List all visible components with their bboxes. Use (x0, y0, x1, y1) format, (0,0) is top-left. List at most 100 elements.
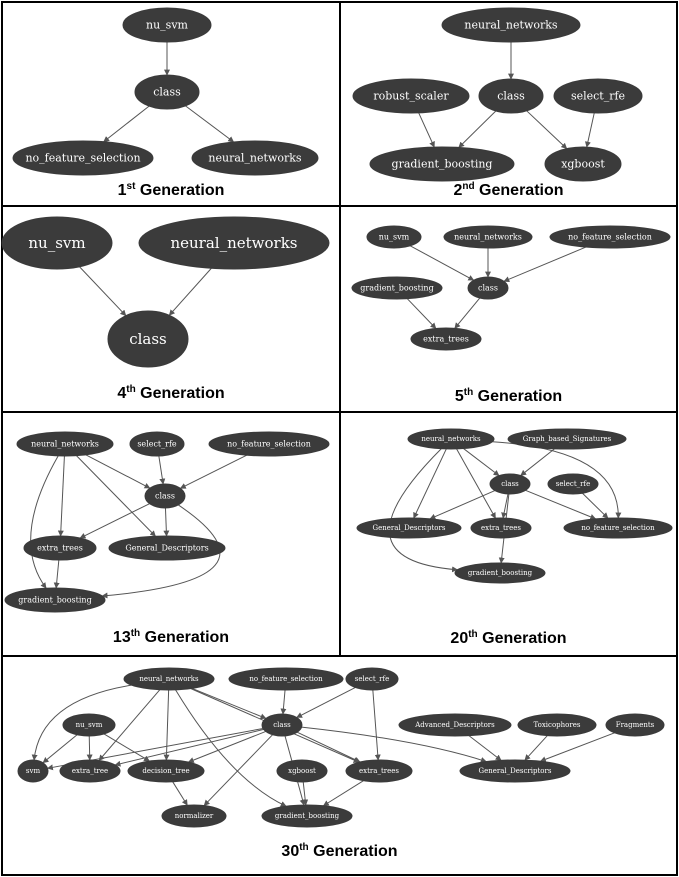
edge-gradient_boosting-to-extra_trees (406, 298, 437, 329)
edge-class-to-General_Descriptors (163, 507, 170, 537)
edge-nu_svm-to-extra_tree (86, 735, 93, 761)
node-shape (134, 74, 200, 110)
node-neural-networks: neural_networks (191, 140, 319, 176)
edge-nu_svm-to-decision_tree (103, 733, 150, 762)
node-label: normalizer (175, 812, 214, 820)
node-gradient-boosting: gradient_boosting (369, 146, 515, 182)
edge-select_rfe-to-no_feature_selection (582, 492, 609, 519)
node-shape (441, 7, 581, 43)
edge-neural_networks-to-General_Descriptors (413, 448, 447, 519)
node-shape (261, 804, 353, 828)
edge-no_feature_selection-to-class (280, 689, 287, 715)
edge-nu_svm-to-class (79, 266, 127, 317)
edge-Advanced_Descriptors-to-General_Descriptors (468, 735, 502, 761)
node-label: select_rfe (137, 440, 177, 449)
edge-neural_networks-to-class (85, 454, 151, 489)
node-label: no_feature_selection (249, 675, 323, 683)
node-robust-scaler: robust_scaler (352, 78, 470, 114)
node-General-Descriptors: General_Descriptors (459, 759, 571, 783)
edge-extra_trees-to-gradient_boosting (53, 559, 60, 589)
edge-neural_networks-to-gradient_boosting (30, 455, 59, 589)
node-label: gradient_boosting (360, 284, 433, 293)
generation-word: Generation (136, 385, 225, 402)
node-gradient-boosting: gradient_boosting (454, 562, 546, 584)
node-select-rfe: select_rfe (547, 473, 599, 495)
generation-title: 13th Generation (113, 628, 229, 646)
edge-class-to-extra_trees (79, 503, 150, 539)
generation-ordinal-suffix: th (131, 628, 140, 639)
edge-class-to-General_Descriptors (429, 490, 496, 520)
node-label: class (153, 86, 181, 99)
generation-number: 5 (455, 388, 464, 405)
generation-number: 1 (118, 182, 127, 199)
node-nu-svm: nu_svm (1, 216, 113, 270)
generation-title: 20th Generation (450, 629, 566, 647)
node-label: nu_svm (146, 19, 189, 32)
node-shape (407, 428, 495, 450)
node-Fragments: Fragments (605, 713, 665, 737)
node-label: extra_trees (423, 335, 469, 344)
node-extra-tree: extra_tree (59, 759, 121, 783)
edge-xgboost-to-gradient_boosting (302, 781, 309, 806)
edge-neural_networks-to-class (463, 448, 500, 477)
node-xgboost: xgboost (276, 759, 328, 783)
node-label: nu_svm (76, 721, 103, 729)
node-nu-svm: nu_svm (62, 713, 116, 737)
edge-select_rfe-to-xgboost (584, 112, 595, 148)
node-label: General_Descriptors (479, 767, 552, 775)
node-neural-networks: neural_networks (407, 428, 495, 450)
node-svm: svm (17, 759, 49, 783)
generation-title: 4th Generation (117, 384, 224, 402)
node-label: class (155, 492, 175, 501)
node-label: gradient_boosting (18, 596, 91, 605)
node-label: Fragments (616, 721, 655, 729)
edge-neural_networks-to-class (191, 687, 267, 720)
node-shape (107, 310, 189, 368)
node-neural-networks: neural_networks (443, 225, 533, 249)
node-shape (563, 517, 673, 539)
node-normalizer: normalizer (161, 804, 227, 828)
node-label: neural_networks (464, 19, 557, 32)
node-label: neural_networks (421, 435, 481, 443)
node-class: class (107, 310, 189, 368)
node-shape (122, 7, 212, 43)
edge-decision_tree-to-normalizer (172, 781, 188, 806)
node-label: no_feature_selection (227, 440, 311, 449)
node-label: extra_trees (37, 544, 83, 553)
generation-number: 13 (113, 629, 131, 646)
generation-word: Generation (478, 630, 567, 647)
node-no-feature-selection: no_feature_selection (12, 140, 154, 176)
node-shape (517, 713, 597, 737)
node-extra-trees: extra_trees (470, 517, 532, 539)
edge-neural_networks-to-svm (31, 684, 132, 761)
edge-nu_svm-to-svm (42, 734, 78, 764)
node-gradient-boosting: gradient_boosting (261, 804, 353, 828)
node-label: xgboost (288, 767, 316, 775)
edge-neural_networks-to-extra_trees (456, 448, 496, 519)
edge-class-to-no_feature_selection (103, 105, 150, 143)
node-shape (467, 276, 509, 300)
edge-class-to-normalizer (203, 734, 273, 806)
edge-class-to-xgboost (526, 110, 568, 150)
node-label: class (478, 284, 498, 293)
edge-class-to-extra_trees (501, 493, 509, 519)
edge-Toxicophores-to-General_Descriptors (524, 735, 548, 761)
edge-class-to-General_Descriptors (301, 726, 487, 763)
node-no-feature-selection: no_feature_selection (549, 225, 671, 249)
node-label: gradient_boosting (275, 812, 340, 820)
generation-title: 30th Generation (281, 842, 397, 860)
node-shape (454, 562, 546, 584)
node-label: General_Descriptors (373, 524, 446, 532)
node-shape (59, 759, 121, 783)
node-label: gradient_boosting (468, 569, 533, 577)
node-label: select_rfe (571, 90, 625, 103)
edge-class-to-extra_tree (114, 728, 264, 767)
generation-ordinal-suffix: th (126, 384, 135, 395)
node-label: no_feature_selection (568, 233, 652, 242)
edge-Graph_based_Signatures-to-class (520, 448, 555, 476)
